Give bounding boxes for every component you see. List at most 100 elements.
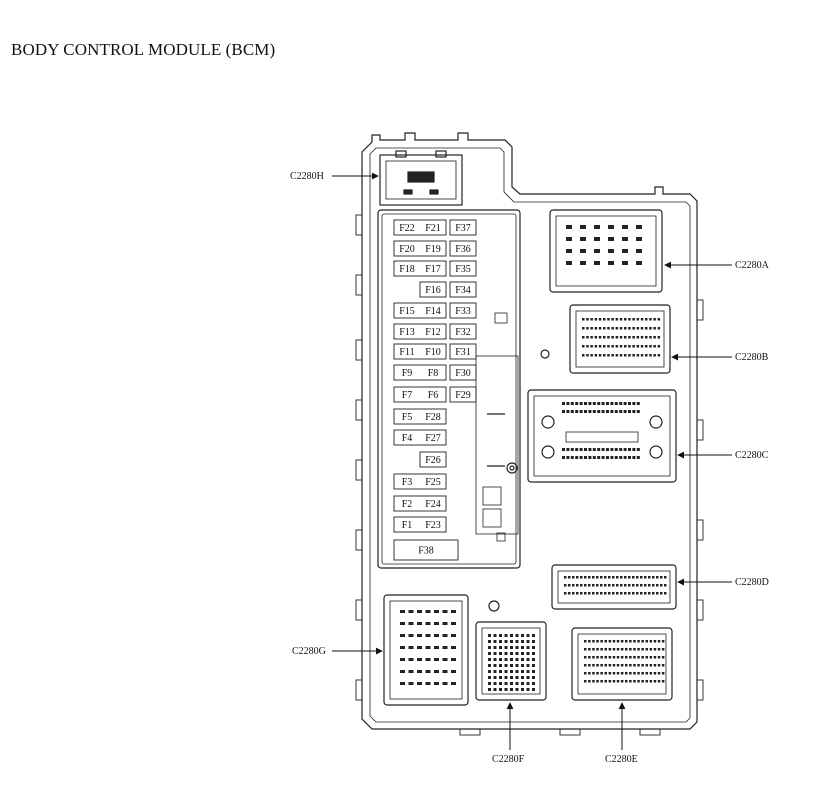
connector-pin — [611, 336, 614, 339]
connector-pin — [596, 640, 599, 643]
connector-pin — [657, 336, 661, 339]
connector-pin — [633, 640, 636, 643]
label-c2280f: C2280F — [492, 754, 525, 765]
connector-pin — [653, 327, 656, 330]
fuse-panel — [377, 209, 521, 569]
connector-pin — [657, 680, 661, 683]
connector-pin — [584, 648, 587, 651]
connector-pin — [624, 576, 627, 579]
connector-pin — [576, 584, 579, 587]
connector-pin — [434, 622, 439, 625]
fuse-pair-outline — [393, 302, 447, 319]
connector-pin — [660, 592, 663, 595]
connector-pin — [515, 682, 519, 685]
connector-pin — [442, 658, 448, 661]
connector-pin — [504, 652, 508, 655]
connector-pin — [425, 646, 431, 649]
connector-pin — [590, 327, 593, 330]
connector-pin — [603, 345, 606, 348]
connector-pin — [532, 688, 535, 691]
connector-pin — [521, 682, 524, 685]
connector-pin — [586, 327, 589, 330]
connector-pin — [600, 584, 603, 587]
fuse-label: F28 — [425, 412, 441, 423]
connector-pin — [488, 670, 491, 673]
connector-pin — [451, 658, 456, 661]
connector-pin — [653, 336, 656, 339]
connector-pin — [612, 592, 615, 595]
connector-pin — [619, 345, 623, 348]
connector-pin — [504, 670, 508, 673]
connector-pin — [425, 658, 431, 661]
connector-pin — [526, 646, 530, 649]
fuse-label: F32 — [455, 327, 471, 338]
connector-pin — [515, 670, 519, 673]
connector-pin — [644, 584, 647, 587]
connector-pin — [499, 664, 502, 667]
connector-pin — [588, 664, 591, 667]
connector-pin — [417, 646, 422, 649]
connector-pin — [584, 456, 587, 459]
fuse-box — [449, 386, 477, 403]
connector-pin — [603, 336, 606, 339]
connector-pin — [625, 672, 628, 675]
connector-pin — [620, 680, 624, 683]
connector-pin — [657, 656, 661, 659]
connector-pin — [515, 664, 519, 667]
connector-pin — [586, 336, 589, 339]
connector-pin — [532, 658, 535, 661]
connector-pin — [637, 680, 640, 683]
connector-pin — [588, 448, 592, 451]
connector-pin — [594, 354, 598, 357]
connector-pin — [588, 640, 591, 643]
connector-pin — [612, 640, 616, 643]
connector-pin — [434, 682, 439, 685]
connector-pin — [610, 402, 614, 405]
connector-pin — [526, 670, 530, 673]
connector-pin — [510, 664, 513, 667]
connector-pin — [400, 610, 405, 613]
connector-pin — [590, 345, 593, 348]
connector-pin — [604, 576, 607, 579]
connector-pin — [408, 646, 414, 649]
connector-pin — [594, 345, 598, 348]
connector-pin — [629, 680, 632, 683]
connector-pin — [633, 648, 636, 651]
connector-pin — [510, 676, 513, 679]
connector-pin — [579, 448, 583, 451]
connector-pin — [612, 664, 616, 667]
connector-pin — [612, 648, 616, 651]
connector-pin — [526, 676, 530, 679]
connector-pin — [408, 634, 414, 637]
connector-pin — [648, 576, 651, 579]
fuse-label: F25 — [425, 477, 441, 488]
fuse-box — [449, 343, 477, 360]
connector-pin — [637, 656, 640, 659]
connector-pin — [582, 345, 585, 348]
connector-pin — [580, 584, 583, 587]
connector-pin — [616, 664, 620, 667]
connector-pin — [641, 648, 644, 651]
connector-pin — [628, 448, 631, 451]
fuse-label: F36 — [455, 244, 471, 255]
connector-pin — [521, 640, 524, 643]
fuse-label: F24 — [425, 499, 441, 510]
connector-pin — [532, 640, 535, 643]
connector-pin — [584, 592, 587, 595]
connector-pin — [649, 672, 653, 675]
connector-pin — [570, 456, 574, 459]
connector-pin — [645, 672, 648, 675]
connector-pin — [572, 592, 575, 595]
connector-pin — [493, 646, 497, 649]
connector-pin — [620, 576, 623, 579]
connector-pin — [586, 318, 589, 321]
connector-pin — [521, 676, 524, 679]
connector-pin — [645, 656, 648, 659]
fuse-pair-outline — [393, 323, 447, 340]
connector-pin — [590, 336, 593, 339]
connector-pin — [526, 664, 530, 667]
connector-pin — [625, 680, 628, 683]
connector-pin — [566, 410, 570, 413]
connector-pin — [636, 345, 640, 348]
